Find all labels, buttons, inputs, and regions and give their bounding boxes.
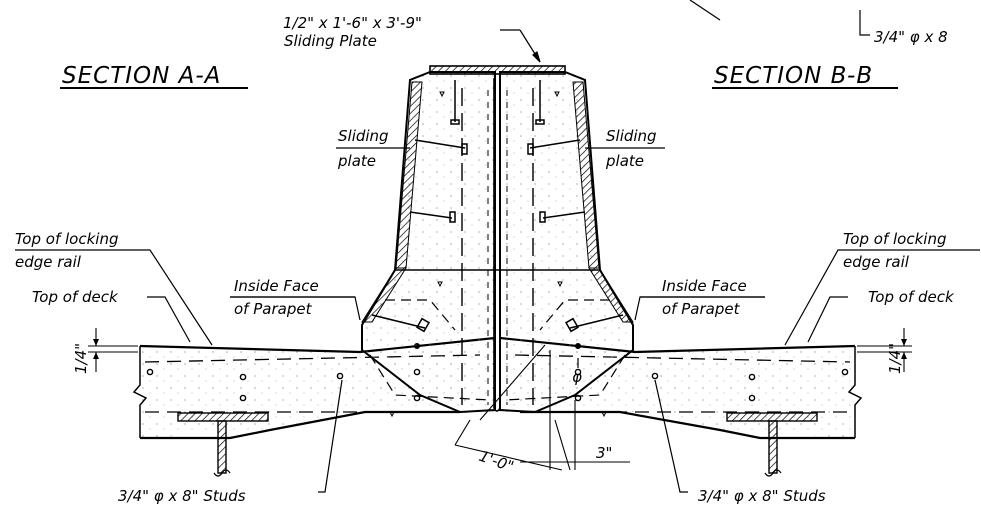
sliding-plate-right-l1: Sliding	[606, 127, 657, 145]
top-deck-left: Top of deck	[32, 288, 119, 306]
dim-one-foot: 1'-0"	[477, 447, 517, 476]
phi-mark: φ	[572, 368, 582, 386]
dim-quarter-right: 1/4"	[886, 343, 904, 374]
inside-face-left-l1: Inside Face	[234, 277, 319, 295]
top-locking-right-l1: Top of locking	[843, 230, 946, 248]
section-b-title: SECTION B-B	[714, 63, 873, 89]
dim-quarter-left: 1/4"	[72, 343, 90, 374]
sliding-plate-dims-label: 1/2" x 1'-6" x 3'-9"	[283, 14, 422, 32]
studs-top-right-label: 3/4" φ x 8	[874, 28, 948, 46]
sliding-plate-caption: Sliding Plate	[284, 32, 377, 50]
top-locking-right-l2: edge rail	[843, 253, 910, 271]
deck-slab	[132, 336, 863, 440]
studs-right-label: 3/4" φ x 8" Studs	[698, 487, 826, 505]
studs-left-label: 3/4" φ x 8" Studs	[118, 487, 246, 505]
sliding-plate-left-l1: Sliding	[338, 127, 389, 145]
top-locking-left-l1: Top of locking	[15, 230, 118, 248]
edge-beams	[177, 412, 818, 474]
dimensions	[88, 328, 912, 471]
leaders	[15, 0, 980, 493]
top-locking-left-l2: edge rail	[15, 253, 82, 271]
top-deck-right: Top of deck	[868, 288, 955, 306]
inside-face-left-l2: of Parapet	[234, 300, 313, 318]
parapet	[361, 65, 634, 418]
section-a-title: SECTION A-A	[62, 63, 221, 89]
sliding-plate-left-l2: plate	[337, 152, 376, 170]
inside-face-right-l2: of Parapet	[662, 300, 741, 318]
inside-face-right-l1: Inside Face	[662, 277, 747, 295]
dim-three-inch: 3"	[596, 444, 612, 462]
sliding-plate-right-l2: plate	[605, 152, 644, 170]
